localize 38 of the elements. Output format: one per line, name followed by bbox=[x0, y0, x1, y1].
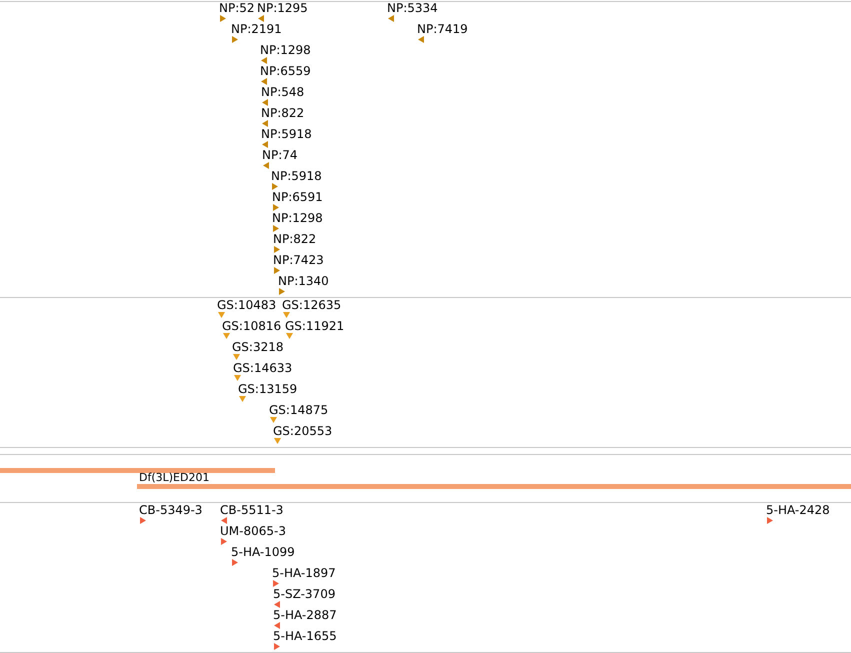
feature-label: 5-HA-2887 bbox=[273, 608, 337, 622]
feature-label: GS:10483 bbox=[217, 298, 276, 312]
feature-label: NP:6591 bbox=[272, 190, 323, 204]
feature-label: NP:5918 bbox=[261, 127, 312, 141]
feature-label: CB-5511-3 bbox=[220, 503, 284, 517]
deletion-bar bbox=[137, 472, 851, 489]
feature-label: GS:10816 bbox=[222, 319, 282, 333]
feature-label: NP:7423 bbox=[273, 253, 324, 267]
feature-label: GS:20553 bbox=[273, 424, 332, 438]
feature-label: NP:1298 bbox=[260, 43, 311, 57]
feature-label: NP:548 bbox=[261, 85, 304, 99]
feature-label: NP:5918 bbox=[271, 169, 322, 183]
feature-label: 5-SZ-3709 bbox=[273, 587, 336, 601]
feature-label: UM-8065-3 bbox=[220, 524, 286, 538]
feature-label: GS:13159 bbox=[238, 382, 298, 396]
feature-label: 5-HA-2428 bbox=[766, 503, 830, 517]
feature-label: GS:14875 bbox=[269, 403, 328, 417]
feature-label: NP:1340 bbox=[278, 274, 329, 288]
feature-label: NP:822 bbox=[261, 106, 304, 120]
feature-label: NP:2191 bbox=[231, 22, 282, 36]
feature-label: NP:52 bbox=[219, 1, 255, 15]
feature-label: NP:7419 bbox=[417, 22, 468, 36]
feature-label: 5-HA-1655 bbox=[273, 629, 337, 643]
feature-label: NP:822 bbox=[273, 232, 316, 246]
feature-label: 5-HA-1897 bbox=[272, 566, 336, 580]
deletion-bar bbox=[0, 468, 275, 473]
feature-label: CB-5349-3 bbox=[139, 503, 202, 517]
feature-label: GS:3218 bbox=[232, 340, 284, 354]
feature-label: GS:12635 bbox=[282, 298, 342, 312]
feature-label: NP:6559 bbox=[260, 64, 311, 78]
feature-label: GS:14633 bbox=[233, 361, 292, 375]
bar-label: Df(3L)ED201 bbox=[138, 472, 210, 484]
feature-label: NP:1295 bbox=[257, 1, 308, 15]
feature-label: NP:1298 bbox=[272, 211, 323, 225]
feature-label: 5-HA-1099 bbox=[231, 545, 295, 559]
feature-label: NP:74 bbox=[262, 148, 298, 162]
feature-label: NP:5334 bbox=[387, 1, 438, 15]
feature-label: GS:11921 bbox=[285, 319, 344, 333]
